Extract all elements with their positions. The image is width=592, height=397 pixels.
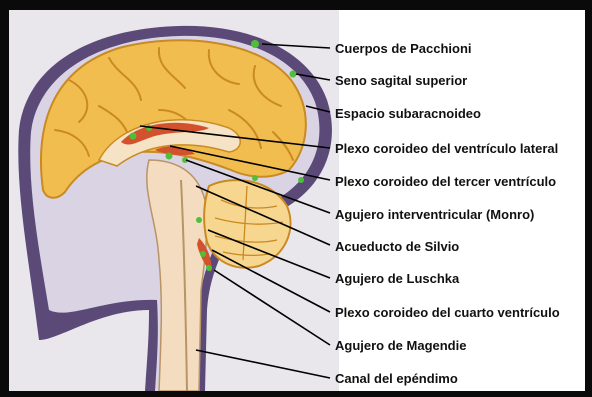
label-cuerpos-pacchioni: Cuerpos de Pacchioni [335,41,472,56]
corpus-callosum [97,119,241,167]
leader-espacio-subaracnoideo [305,105,331,113]
leader-agujero-magendie [213,269,331,346]
label-agujero-magendie: Agujero de Magendie [335,338,467,353]
cerebellum-folia [214,185,284,261]
leader-plexo-tercer [169,145,331,181]
label-espacio-subaracnoideo: Espacio subaracnoideo [335,106,481,121]
leader-plexo-lateral [139,125,331,149]
central-canal [180,179,188,391]
cerebrum [40,39,307,199]
label-plexo-ventriculo-lateral: Plexo coroideo del ventrículo lateral [335,141,559,156]
leader-agujero-luschka [207,229,331,279]
label-agujero-luschka: Agujero de Luschka [335,271,460,286]
leader-seno-sagital [295,73,331,81]
label-seno-sagital-superior: Seno sagital superior [335,73,468,88]
leader-acueducto-silvio [195,185,331,246]
leader-cuerpos-pacchioni [261,43,331,49]
label-canal-ependimo: Canal del epéndimo [335,371,458,386]
leader-plexo-cuarto [211,249,331,313]
brainstem [146,159,208,391]
label-plexo-cuarto-ventriculo: Plexo coroideo del cuarto ventrículo [335,305,560,320]
brain-sagittal-illustration [9,10,339,391]
leader-agujero-monro [185,159,331,214]
label-plexo-tercer-ventriculo: Plexo coroideo del tercer ventrículo [335,174,557,189]
choroid-plexus-third [155,146,195,156]
label-agujero-interventricular: Agujero interventricular (Monro) [335,207,535,222]
label-acueducto-silvio: Acueducto de Silvio [335,239,460,254]
leader-canal-ependimo [195,349,331,379]
choroid-plexus-lateral [121,122,209,145]
